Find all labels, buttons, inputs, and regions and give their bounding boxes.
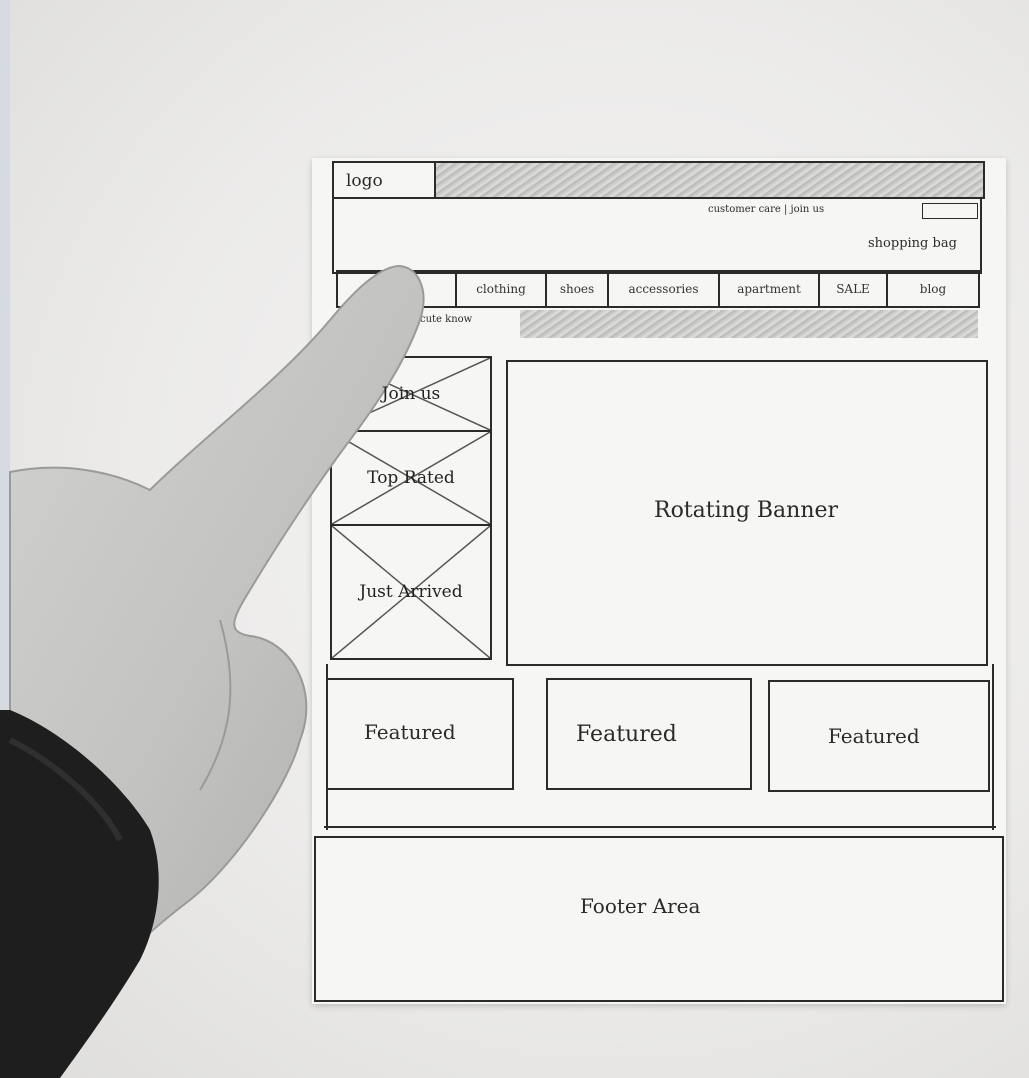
sub-nav-strip: [520, 310, 978, 338]
shopping-bag-link[interactable]: shopping bag: [868, 236, 957, 251]
footer-label: Footer Area: [580, 894, 700, 918]
tile-label: Just Arrived: [332, 526, 490, 658]
banner-label: Rotating Banner: [654, 498, 838, 523]
nav-item-accessories[interactable]: accessories: [609, 272, 720, 306]
rotating-banner[interactable]: Rotating Banner: [506, 360, 988, 666]
search-box[interactable]: [922, 203, 978, 219]
utility-links[interactable]: customer care | join us: [708, 204, 824, 215]
nav-item-apartment[interactable]: apartment: [720, 272, 820, 306]
photo-left-border: [0, 0, 10, 1078]
featured-label: Featured: [364, 720, 456, 744]
logo-text: logo: [346, 171, 383, 191]
featured-box-2[interactable]: Featured: [546, 678, 752, 790]
sub-nav-text[interactable]: cute know: [420, 314, 472, 325]
featured-box-1[interactable]: Featured: [326, 678, 514, 790]
tile-join-us[interactable]: Join us: [332, 358, 490, 432]
nav-item-shoes[interactable]: shoes: [547, 272, 609, 306]
tile-top-rated[interactable]: Top Rated: [332, 432, 490, 526]
nav-item-blog[interactable]: blog: [888, 272, 978, 306]
nav-item-sale[interactable]: SALE: [820, 272, 888, 306]
nav-item-clothing[interactable]: clothing: [457, 272, 547, 306]
tile-label: Join us: [332, 358, 490, 430]
footer-area: Footer Area: [314, 836, 1004, 1002]
featured-box-3[interactable]: Featured: [768, 680, 990, 792]
tile-just-arrived[interactable]: Just Arrived: [332, 526, 490, 658]
tile-label: Top Rated: [332, 432, 490, 524]
logo-box: logo: [332, 161, 436, 199]
nav-item-1[interactable]: [338, 272, 457, 306]
featured-label: Featured: [828, 724, 920, 748]
featured-label: Featured: [576, 722, 677, 747]
